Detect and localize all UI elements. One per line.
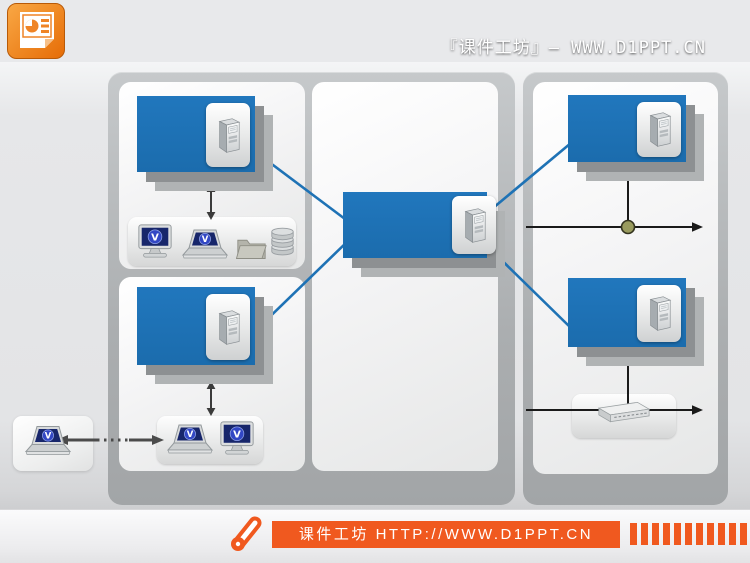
- decor-bar: [696, 523, 703, 545]
- laptop-icon: [25, 425, 72, 459]
- header-banner: 『课件工坊』— WWW.D1PPT.CN: [0, 0, 750, 62]
- laptop-icon: [167, 424, 214, 457]
- decor-bar: [652, 523, 659, 545]
- laptop-icon: [182, 229, 229, 262]
- decor-bar: [707, 523, 714, 545]
- footer-site-link[interactable]: 课件工坊 HTTP://WWW.D1PPT.CN: [272, 521, 620, 548]
- folder-icon: [236, 234, 267, 262]
- server-tower-icon: [214, 117, 242, 154]
- server-tile: [452, 196, 496, 254]
- desktop-monitor-icon: [136, 223, 174, 260]
- decor-bar: [674, 523, 681, 545]
- server-box-center: [343, 192, 496, 258]
- server-tile: [206, 294, 250, 360]
- decor-bar: [663, 523, 670, 545]
- server-tile: [206, 103, 250, 167]
- server-box-bottom-right: [568, 278, 686, 347]
- server-tower-icon: [460, 207, 488, 244]
- desktop-monitor-icon: [218, 420, 256, 457]
- decor-bar: [729, 523, 736, 545]
- switch-icon: [594, 399, 652, 426]
- server-box-top-right: [568, 95, 686, 162]
- decor-bar: [718, 523, 725, 545]
- database-icon: [270, 225, 295, 259]
- footer-decor-bars: [630, 523, 750, 545]
- server-tile: [637, 285, 681, 342]
- decor-bar: [685, 523, 692, 545]
- server-tower-icon: [645, 111, 673, 148]
- decor-bar: [641, 523, 648, 545]
- link-clip-icon: [231, 516, 262, 551]
- server-tower-icon: [214, 309, 242, 346]
- header-title: 『课件工坊』— WWW.D1PPT.CN: [440, 38, 706, 58]
- powerpoint-icon: [7, 3, 65, 59]
- decor-bar: [630, 523, 637, 545]
- server-box-top-left: [137, 96, 255, 172]
- decor-bar: [740, 523, 747, 545]
- server-tile: [637, 102, 681, 157]
- server-box-bottom-left: [137, 287, 255, 365]
- footer-banner: 课件工坊 HTTP://WWW.D1PPT.CN: [0, 509, 750, 563]
- server-tower-icon: [645, 295, 673, 332]
- panel-middle: [312, 82, 498, 471]
